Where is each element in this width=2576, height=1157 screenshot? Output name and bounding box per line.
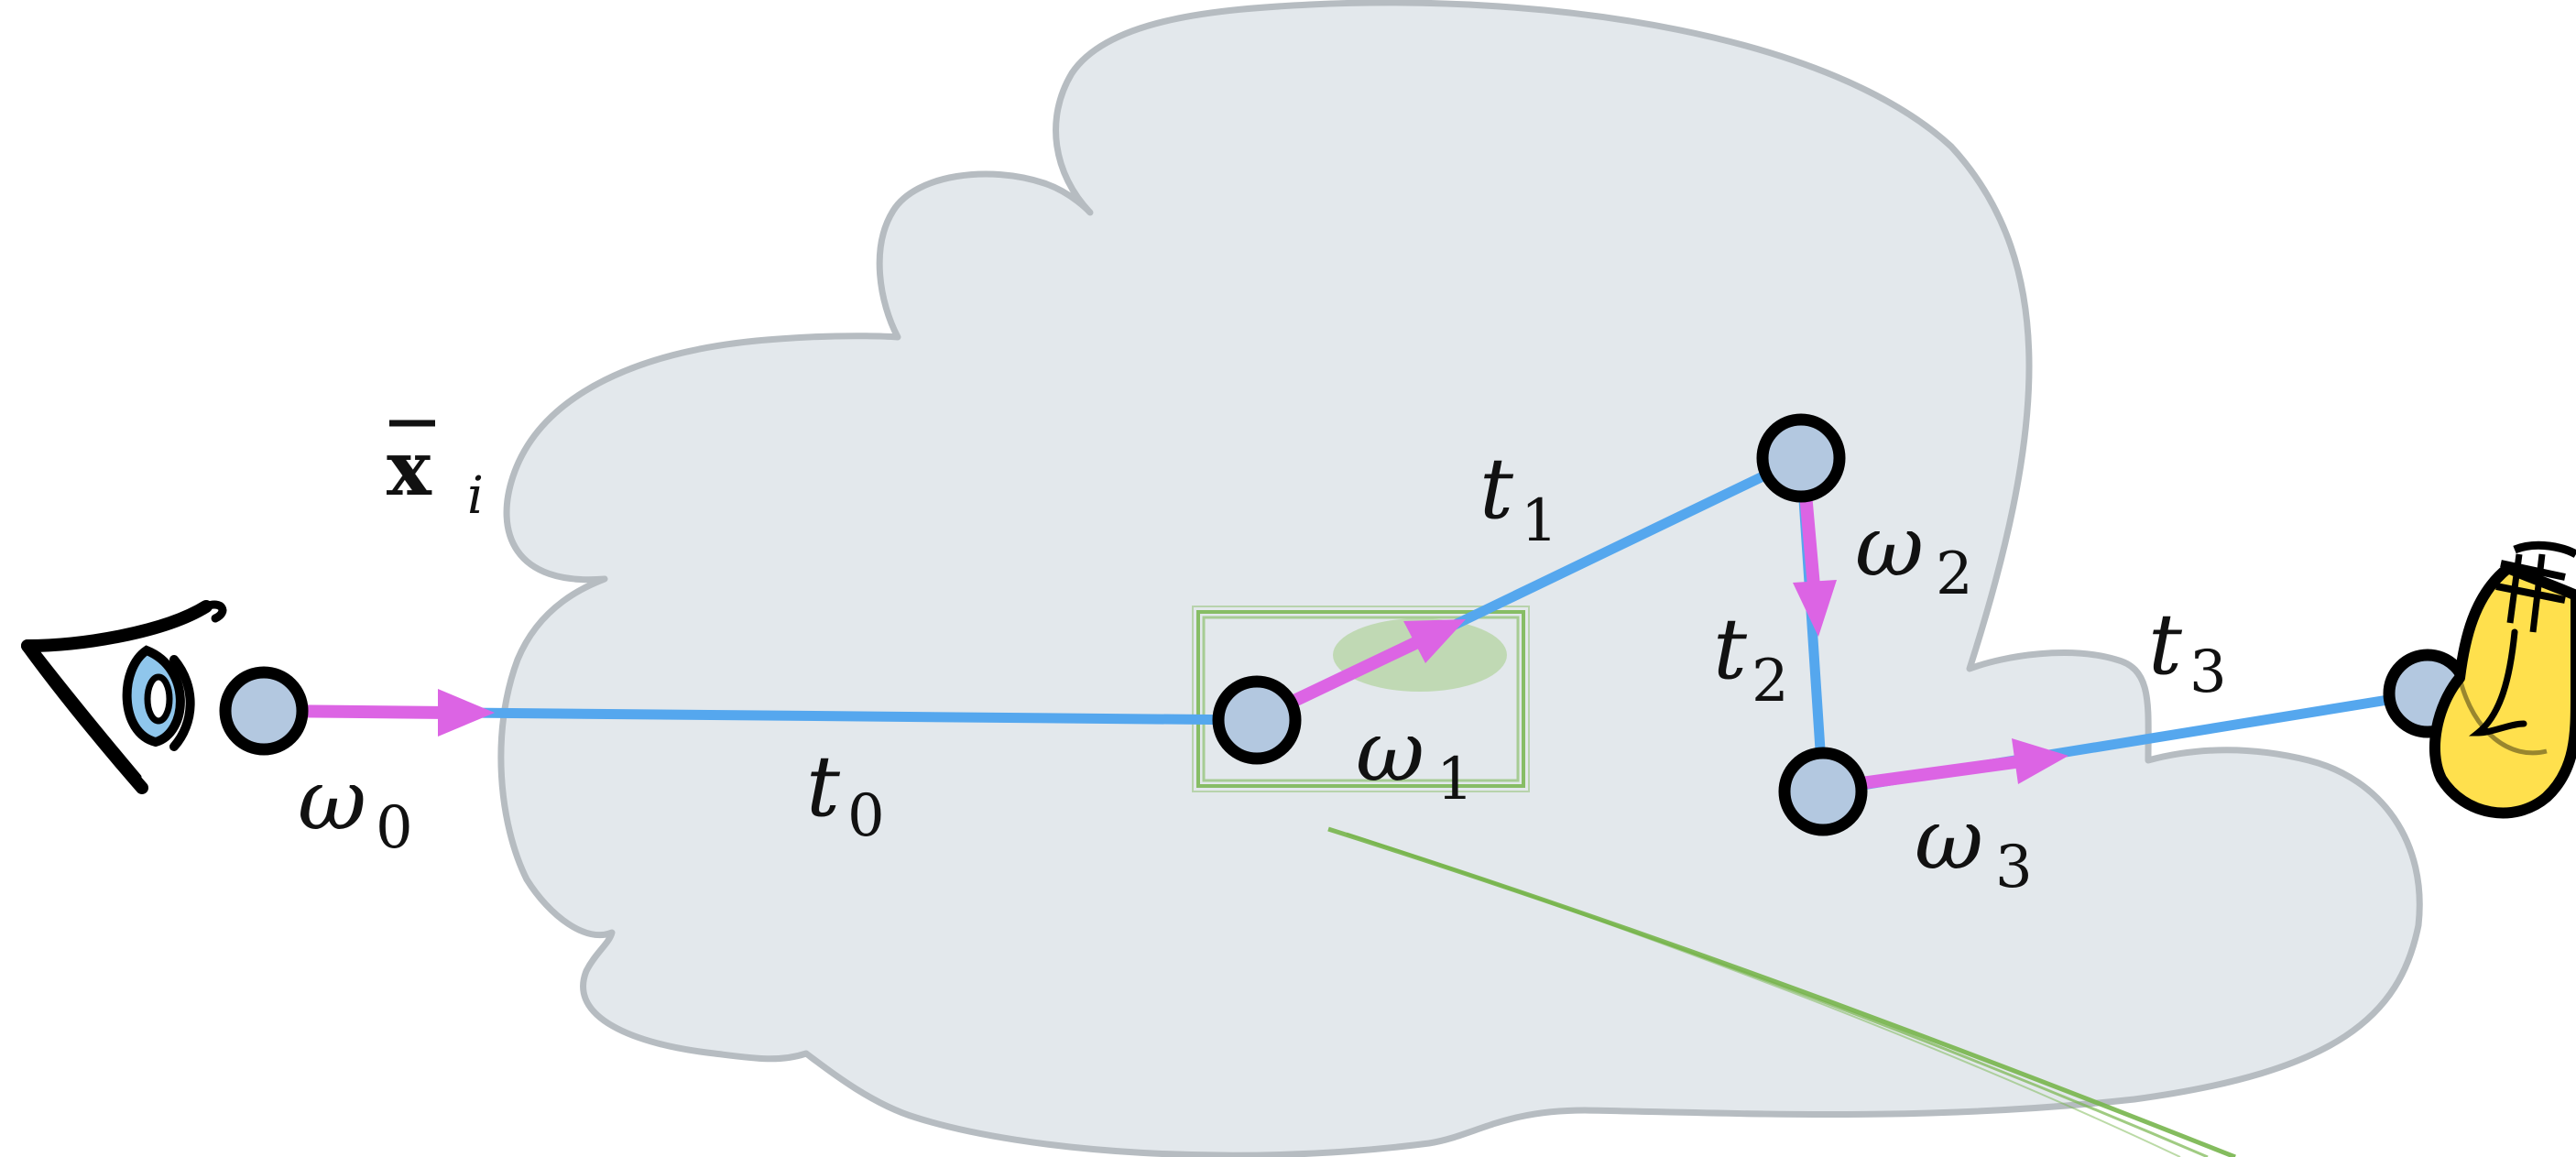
svg-text:x: x (387, 425, 432, 513)
lightbulb-icon (2429, 540, 2576, 819)
vertex-3 (1778, 747, 1868, 836)
svg-text:ω: ω (1855, 497, 1924, 595)
svg-text:t: t (1713, 600, 1748, 698)
label-t2: t 2 (1713, 600, 1789, 715)
svg-text:2: 2 (1936, 540, 1973, 608)
vertex-2 (1756, 413, 1846, 503)
vertex-1 (1212, 675, 1302, 765)
eye-icon (21, 600, 227, 794)
label-t3: t 3 (2148, 595, 2227, 706)
svg-text:3: 3 (2189, 639, 2227, 706)
green-brush-stroke (1327, 826, 2236, 1157)
path-vertices (219, 413, 2472, 836)
label-path-x: x i (387, 420, 484, 526)
highlight-box (1192, 606, 1530, 792)
svg-text:ω: ω (1356, 703, 1424, 801)
svg-text:ω: ω (1915, 791, 1983, 889)
label-t1: t 1 (1479, 440, 1558, 555)
svg-text:t: t (2148, 595, 2183, 693)
svg-text:0: 0 (376, 794, 413, 862)
svg-text:3: 3 (1995, 834, 2033, 901)
label-omega0: ω 0 (298, 751, 413, 862)
svg-text:0: 0 (847, 782, 885, 850)
svg-text:ω: ω (298, 751, 366, 849)
label-t0: t 0 (806, 737, 885, 850)
svg-text:t: t (1479, 440, 1514, 538)
medium-cloud (497, 0, 2423, 1157)
label-omega1: ω 1 (1356, 703, 1474, 813)
phase-lobe (1333, 618, 1507, 692)
svg-text:i: i (467, 466, 484, 526)
label-omega3: ω 3 (1915, 791, 2033, 901)
svg-text:t: t (806, 737, 841, 835)
svg-text:1: 1 (1436, 746, 1474, 813)
svg-text:2: 2 (1752, 648, 1789, 715)
vertex-0 (219, 666, 309, 756)
svg-text:1: 1 (1521, 487, 1558, 555)
label-omega2: ω 2 (1855, 497, 1973, 608)
